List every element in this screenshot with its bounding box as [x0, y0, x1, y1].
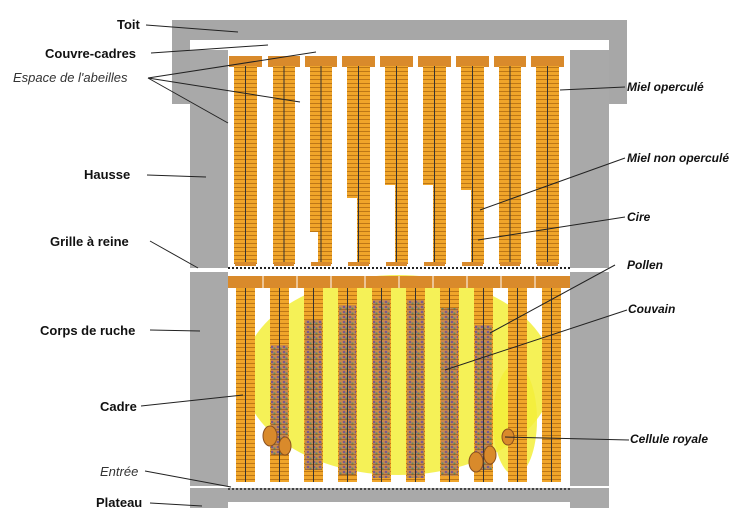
super-frame [342, 56, 375, 266]
super-frame [305, 56, 337, 266]
label-cadre: Cadre [100, 399, 137, 414]
label-couvain: Couvain [628, 302, 675, 316]
brood-frame [440, 288, 459, 482]
label-cire: Cire [627, 210, 651, 224]
super-frame [456, 56, 489, 266]
brood-frame [474, 288, 493, 482]
brood-frame [236, 288, 255, 482]
label-hausse: Hausse [84, 167, 130, 182]
super-wall-right [570, 50, 609, 268]
label-entree: Entrée [100, 464, 138, 479]
queen-cell [278, 436, 292, 456]
label-pollen: Pollen [627, 258, 663, 272]
brood-frame [406, 288, 425, 482]
bottom-board-cut [228, 502, 570, 515]
label-grille-reine: Grille à reine [50, 234, 129, 249]
body-wall-right [570, 272, 609, 486]
roof-inner-line [191, 41, 607, 46]
super-frame [494, 56, 526, 266]
brood-frame [542, 288, 561, 482]
brood-frames [228, 275, 570, 482]
label-miel-opercule: Miel operculé [627, 80, 704, 94]
body-wall-left [190, 272, 228, 486]
brood-frame [304, 288, 323, 482]
super-frame [380, 56, 413, 266]
super-frames [229, 56, 564, 266]
queen-cell [483, 445, 497, 465]
super-frame [268, 56, 300, 266]
queen-cell [262, 425, 278, 447]
super-frame [418, 56, 451, 266]
roof [172, 20, 627, 104]
brood-frame [338, 288, 357, 482]
label-toit: Toit [117, 17, 141, 32]
brood-frame-dividers [262, 276, 536, 288]
brood-frame [508, 288, 527, 482]
brood-frame [372, 288, 391, 482]
super-wall-left [190, 50, 228, 268]
queen-cell [468, 451, 484, 473]
hive-structure [172, 20, 627, 515]
labels-left: Toit Couvre-cadres Espace de l'abeilles … [13, 17, 142, 510]
label-couvre-cadres: Couvre-cadres [45, 46, 136, 61]
label-corps-ruche: Corps de ruche [40, 323, 135, 338]
label-miel-non-opercule: Miel non operculé [627, 151, 729, 165]
super-frame [531, 56, 564, 266]
label-plateau: Plateau [96, 495, 142, 510]
label-cellule-royale: Cellule royale [630, 432, 708, 446]
label-espace-abeilles: Espace de l'abeilles [13, 70, 128, 85]
leader-lines [140, 24, 630, 507]
super-frame [229, 56, 262, 266]
labels-right: Miel operculé Miel non operculé Cire Pol… [627, 80, 729, 446]
